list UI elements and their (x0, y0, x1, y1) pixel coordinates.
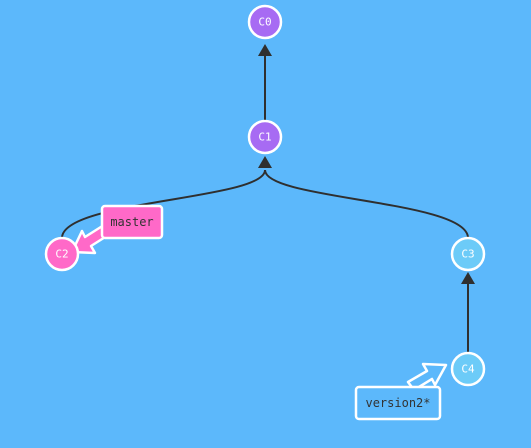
branch-version2-label: version2* (365, 396, 430, 410)
commit-c4-node[interactable] (450, 351, 486, 387)
edge-c3-c1 (264, 169, 469, 239)
commit-c0-label: C0 (258, 16, 271, 29)
branch-master[interactable]: master (100, 204, 164, 240)
edges-group (61, 44, 475, 352)
commit-c2[interactable]: C2 (44, 236, 80, 272)
commit-c2-node[interactable] (44, 236, 80, 272)
commit-c2-label: C2 (55, 248, 68, 261)
branch-master-box[interactable] (100, 204, 164, 240)
branch-master-label: master (110, 215, 153, 229)
branch-arrows-group (70, 223, 448, 392)
commit-c4-label: C4 (461, 363, 475, 376)
edge-c2-c1 (61, 169, 266, 239)
commit-c3-label: C3 (461, 248, 474, 261)
commit-c1[interactable]: C1 (247, 119, 283, 155)
branch-version2-box[interactable] (354, 385, 442, 421)
commit-c3-node[interactable] (450, 236, 486, 272)
edge-c4-c3-arrowhead (461, 272, 475, 284)
commit-c0-node[interactable] (247, 4, 283, 40)
branch-version2[interactable]: version2* (354, 385, 442, 421)
commit-c0[interactable]: C0 (247, 4, 283, 40)
commit-c4[interactable]: C4 (450, 351, 486, 387)
version2-branch-arrow (406, 362, 448, 392)
commit-c1-node[interactable] (247, 119, 283, 155)
edge-c1-c0-arrowhead (258, 44, 272, 56)
commit-c3[interactable]: C3 (450, 236, 486, 272)
edge-to-c1-arrowhead (258, 156, 272, 168)
commit-c1-label: C1 (258, 131, 271, 144)
